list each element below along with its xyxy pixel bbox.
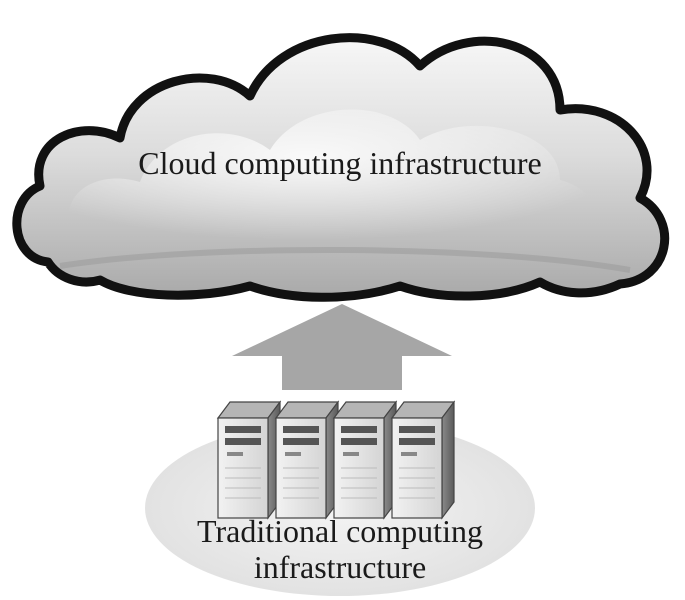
upward-arrow (232, 304, 452, 390)
server-icon (274, 400, 340, 520)
cloud-label: Cloud computing infrastructure (138, 145, 542, 181)
server-icon (390, 400, 456, 520)
base-label: Traditional computing infrastructure (140, 513, 540, 586)
cloud-shape (12, 33, 670, 302)
base-label-line2: infrastructure (253, 548, 427, 585)
server-icon (332, 400, 398, 520)
server-group (216, 400, 456, 520)
server-icon (216, 400, 282, 520)
base-label-line1: Traditional computing (197, 513, 483, 549)
